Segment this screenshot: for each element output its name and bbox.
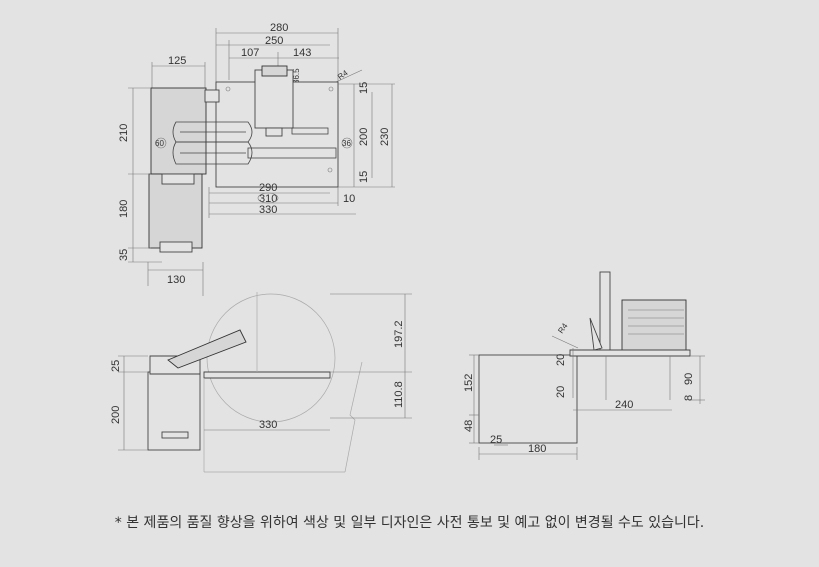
- dim-200-front: 200: [110, 406, 122, 424]
- dim-330-front: 330: [259, 419, 277, 431]
- dim-130: 130: [167, 274, 185, 286]
- dim-25-front: 25: [110, 360, 122, 372]
- dim-10: 10: [343, 193, 355, 205]
- dim-90: 90: [683, 373, 695, 385]
- dim-20-lower: 20: [555, 386, 567, 398]
- dim-280: 280: [270, 22, 288, 34]
- dim-20-upper: 20: [555, 354, 567, 366]
- dim-60: 60: [155, 139, 164, 148]
- front-view: 25 200 197.2 110.8 330: [110, 292, 412, 473]
- dim-180-side: 180: [528, 443, 546, 455]
- dim-143: 143: [293, 47, 311, 59]
- dim-125: 125: [168, 55, 186, 67]
- dim-180-left: 180: [118, 200, 130, 218]
- top-view: 280 250 107 143 36.5 125 R4: [118, 22, 395, 296]
- dim-8: 8: [683, 395, 695, 401]
- dim-35-left: 35: [118, 249, 130, 261]
- dim-240: 240: [615, 399, 633, 411]
- dim-197-2: 197.2: [393, 320, 405, 348]
- dim-36-5: 36.5: [292, 68, 301, 84]
- disclaimer-notice: * 본 제품의 품질 향상을 위하여 색상 및 일부 디자인은 사전 통보 및 …: [114, 515, 705, 531]
- dim-25-side: 25: [490, 434, 502, 446]
- dim-107: 107: [241, 47, 259, 59]
- dim-310: 310: [259, 193, 277, 205]
- side-view: R4 20 20 152 48 25 180 240 90 8: [463, 271, 705, 460]
- dim-152: 152: [463, 374, 475, 392]
- dim-330-top: 330: [259, 204, 277, 216]
- dim-200-right: 200: [358, 128, 370, 146]
- dim-110-8: 110.8: [393, 381, 405, 408]
- dim-230: 230: [379, 128, 391, 146]
- dim-36: 36: [342, 139, 351, 148]
- dim-290: 290: [259, 182, 277, 194]
- dim-r4-side: R4: [556, 321, 570, 335]
- dim-15-top: 15: [358, 82, 370, 94]
- dim-15-bottom: 15: [358, 171, 370, 183]
- dim-210: 210: [118, 124, 130, 142]
- dim-48: 48: [463, 420, 475, 432]
- dim-250: 250: [265, 35, 283, 47]
